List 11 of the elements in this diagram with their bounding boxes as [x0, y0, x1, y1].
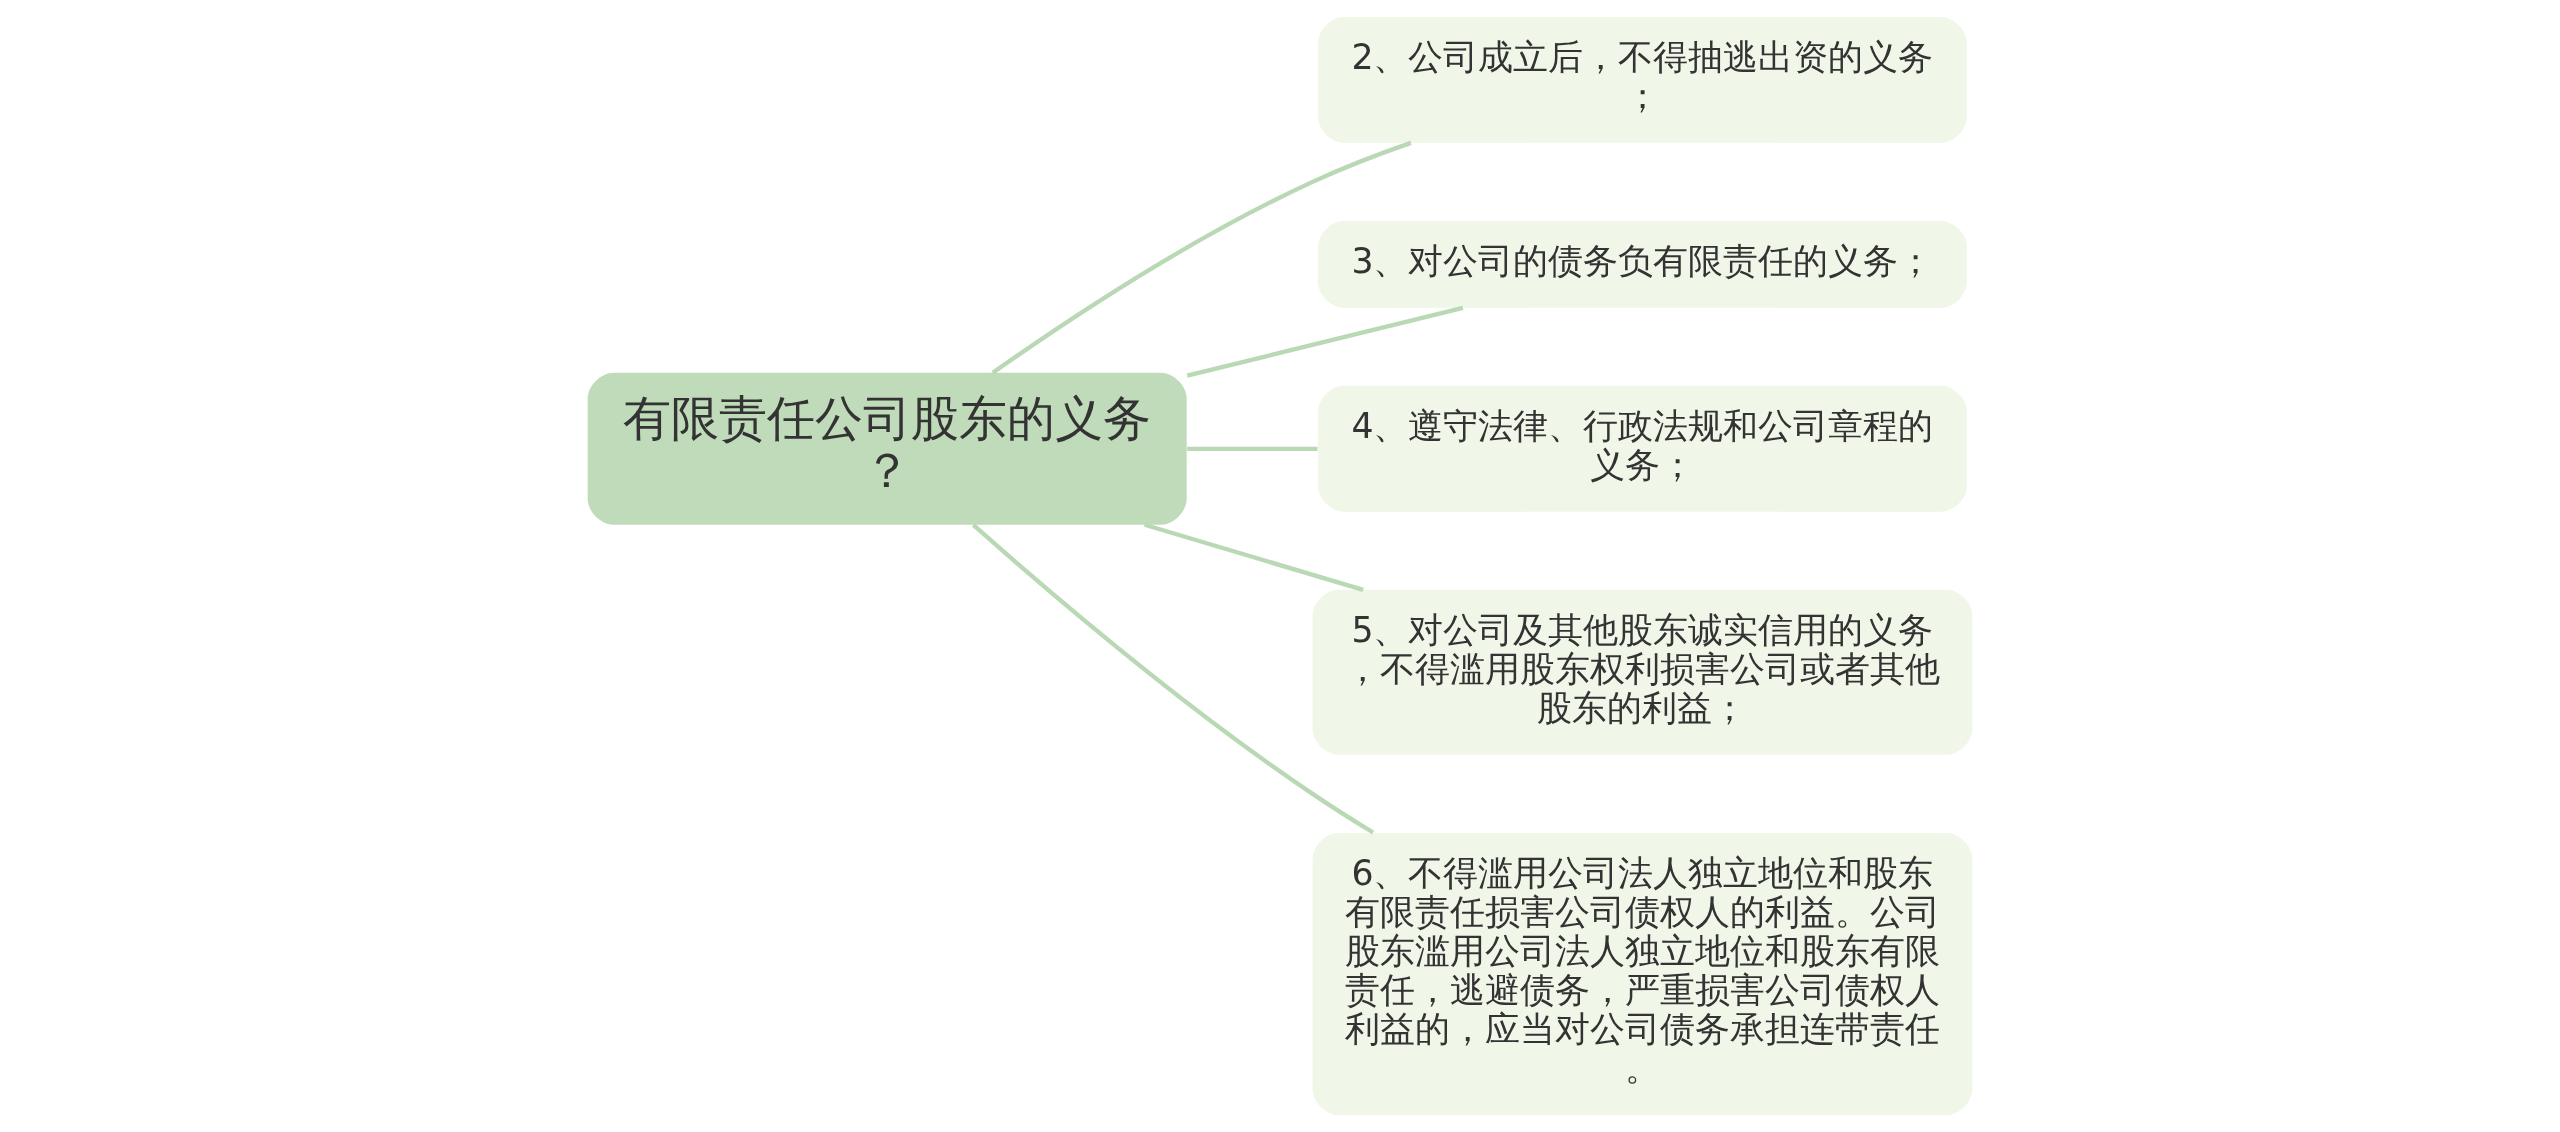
node-box: 4、遵守法律、行政法规和公司章程的义务；	[1318, 385, 1967, 512]
node-box: 5、对公司及其他股东诚实信用的义务，不得滥用股东权利损害公司或者其他股东的利益；	[1312, 589, 1973, 755]
connector	[1186, 305, 1464, 378]
node-box: 2、公司成立后，不得抽逃出资的义务；	[1318, 16, 1967, 143]
connector	[991, 140, 1412, 375]
node-box: 3、对公司的债务负有限责任的义务；	[1318, 220, 1967, 308]
connector	[1144, 522, 1364, 592]
node-box: 6、不得滥用公司法人独立地位和股东有限责任损害公司债权人的利益。公司股东滥用公司法人独立地位和股东有限责任，逃避债务，严重损害公司债权人利益的，应当对公司债务承担连带责任。	[1312, 832, 1973, 1116]
connector	[971, 523, 1375, 835]
connector	[1187, 446, 1318, 451]
node-box: 有限责任公司股东的义务？	[587, 372, 1187, 525]
